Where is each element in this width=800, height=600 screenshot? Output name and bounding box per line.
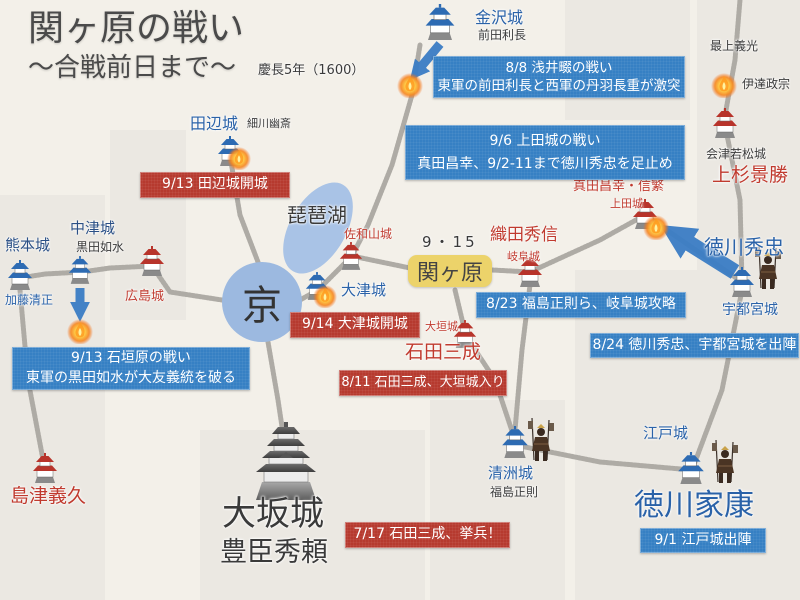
tanabe-lord-name: 細川幽斎 bbox=[247, 117, 291, 130]
castle-icon bbox=[423, 4, 457, 40]
ogaki-castle-name: 大垣城 bbox=[425, 320, 458, 333]
arrow-icon bbox=[409, 41, 444, 81]
event-title: 9/13 石垣原の戦い bbox=[71, 349, 191, 366]
kiyosu-lord-name: 福島正則 bbox=[490, 485, 539, 499]
event-box-asai: 8/8 浅井畷の戦い 東軍の前田利長と西軍の丹羽長重が激突 bbox=[433, 56, 685, 98]
edo-lord-name: 徳川家康 bbox=[634, 488, 754, 523]
kyoto-label: 京 bbox=[242, 283, 282, 329]
kumamoto-lord-name: 加藤清正 bbox=[5, 293, 54, 307]
event-box-utsunomiya-depart: 8/24 徳川秀忠、宇都宮城を出陣 bbox=[590, 333, 799, 358]
utsunomiya-castle-name: 宇都宮城 bbox=[722, 302, 778, 318]
event-title: 8/24 徳川秀忠、宇都宮城を出陣 bbox=[592, 336, 797, 353]
event-detail: 東軍の黒田如水が大友義統を破る bbox=[26, 369, 236, 386]
castle-icon bbox=[67, 256, 93, 284]
castle-icon bbox=[31, 453, 59, 483]
event-detail: 東軍の前田利長と西軍の丹羽長重が激突 bbox=[437, 78, 681, 94]
event-box-gifu-capture: 8/23 福島正則ら、岐阜城攻略 bbox=[476, 292, 686, 318]
fire-icon bbox=[711, 72, 737, 98]
event-title: 9/1 江戸城出陣 bbox=[654, 531, 752, 548]
lake-biwa bbox=[283, 182, 353, 274]
sawayama-castle-name: 佐和山城 bbox=[344, 227, 393, 241]
event-title: 9/6 上田城の戦い bbox=[489, 133, 601, 150]
road-utsunomiya-edo bbox=[689, 287, 745, 473]
fire-icon bbox=[643, 214, 669, 240]
tanabe-castle-name: 田辺城 bbox=[190, 114, 239, 133]
movement-arrows bbox=[70, 41, 740, 322]
event-box-edo-depart: 9/1 江戸城出陣 bbox=[640, 528, 766, 553]
sekigahara-label: 関ヶ原 bbox=[408, 255, 492, 287]
kanazawa-lord-name: 前田利長 bbox=[478, 28, 527, 42]
castle-icon bbox=[338, 242, 364, 270]
event-title: 9/14 大津城開城 bbox=[302, 316, 408, 333]
event-title: 9/13 田辺城開城 bbox=[162, 176, 268, 193]
region-panel bbox=[0, 195, 105, 600]
fire-icon bbox=[227, 146, 251, 170]
event-box-tanabe-fall: 9/13 田辺城開城 bbox=[140, 172, 290, 198]
gifu-lord-name: 織田秀信 bbox=[490, 225, 558, 245]
event-title: 8/23 福島正則ら、岐阜城攻略 bbox=[486, 296, 676, 313]
osaka-castle-name: 大坂城 bbox=[222, 494, 324, 534]
osaka-lord-name: 豊臣秀頼 bbox=[220, 537, 328, 568]
shimazu-lord-name: 島津義久 bbox=[10, 485, 87, 507]
castle-icon bbox=[676, 452, 706, 484]
map-subtitle: 〜合戦前日まで〜 bbox=[28, 53, 237, 83]
region-panel bbox=[200, 430, 425, 600]
castle-icon bbox=[728, 267, 756, 297]
fire-icon bbox=[313, 284, 337, 308]
road-kyoto-osaka bbox=[265, 339, 287, 443]
utsunomiya-lord-name: 徳川秀忠 bbox=[704, 235, 784, 259]
otsu-castle-name: 大津城 bbox=[341, 281, 387, 299]
road-sawayama-sekigahara bbox=[349, 253, 413, 271]
edo-castle-name: 江戸城 bbox=[643, 424, 689, 442]
region-panel bbox=[110, 130, 186, 320]
castle-icon bbox=[138, 246, 166, 276]
event-title: 8/11 石田三成、大垣城入り bbox=[341, 374, 505, 390]
kanazawa-castle-name: 金沢城 bbox=[475, 8, 524, 27]
ueda-lord-name: 真田昌幸・信繁 bbox=[573, 179, 665, 194]
castle-icon bbox=[711, 108, 739, 138]
samurai-army-icon bbox=[526, 418, 556, 464]
map-title: 関ヶ原の戦い bbox=[28, 8, 245, 49]
battle-date: 9・15 bbox=[422, 233, 478, 251]
mogami-lord-name: 最上義光 bbox=[710, 39, 759, 53]
date-lord-name: 伊達政宗 bbox=[742, 77, 791, 91]
kumamoto-castle-name: 熊本城 bbox=[5, 236, 51, 254]
fire-icon bbox=[67, 318, 93, 344]
kiyosu-castle-name: 清洲城 bbox=[488, 464, 534, 482]
event-title: 8/8 浅井畷の戦い bbox=[505, 59, 613, 76]
aizu-castle-name: 会津若松城 bbox=[706, 147, 767, 161]
aizu-lord-name: 上杉景勝 bbox=[712, 164, 789, 186]
era-label: 慶長5年（1600） bbox=[258, 63, 365, 78]
nakatsu-castle-name: 中津城 bbox=[70, 219, 116, 237]
event-title: 7/17 石田三成、挙兵！ bbox=[353, 526, 502, 543]
gifu-castle-name: 岐阜城 bbox=[507, 250, 540, 263]
road-gifu-ueda bbox=[527, 212, 648, 275]
event-box-ishigakibaru: 9/13 石垣原の戦い 東軍の黒田如水が大友義統を破る bbox=[12, 347, 250, 390]
event-detail: 真田昌幸、9/2-11まで徳川秀忠を足止め bbox=[417, 155, 673, 172]
lake-biwa-label: 琵琶湖 bbox=[287, 203, 347, 227]
event-box-ueda-battle: 9/6 上田城の戦い 真田昌幸、9/2-11まで徳川秀忠を足止め bbox=[405, 125, 685, 180]
road-hiroshima-nakatsu bbox=[79, 263, 155, 275]
castle-icon bbox=[6, 260, 34, 290]
event-box-otsu-fall: 9/14 大津城開城 bbox=[290, 312, 420, 338]
samurai-army-icon bbox=[710, 440, 740, 486]
fire-icon bbox=[397, 72, 423, 98]
event-box-ogaki-entry: 8/11 石田三成、大垣城入り bbox=[339, 370, 507, 396]
event-box-uprising: 7/17 石田三成、挙兵！ bbox=[345, 522, 510, 548]
nakatsu-lord-name: 黒田如水 bbox=[76, 240, 125, 254]
kyoto-circle bbox=[222, 262, 302, 342]
ogaki-lord-name: 石田三成 bbox=[405, 341, 482, 363]
road-utsunomiya-aizu bbox=[723, 127, 745, 285]
region-panel bbox=[697, 0, 800, 600]
arrow-icon bbox=[660, 225, 740, 279]
ueda-castle-name: 上田城 bbox=[610, 197, 643, 210]
castle-icon bbox=[250, 420, 322, 500]
hiroshima-castle-name: 広島城 bbox=[125, 289, 165, 304]
